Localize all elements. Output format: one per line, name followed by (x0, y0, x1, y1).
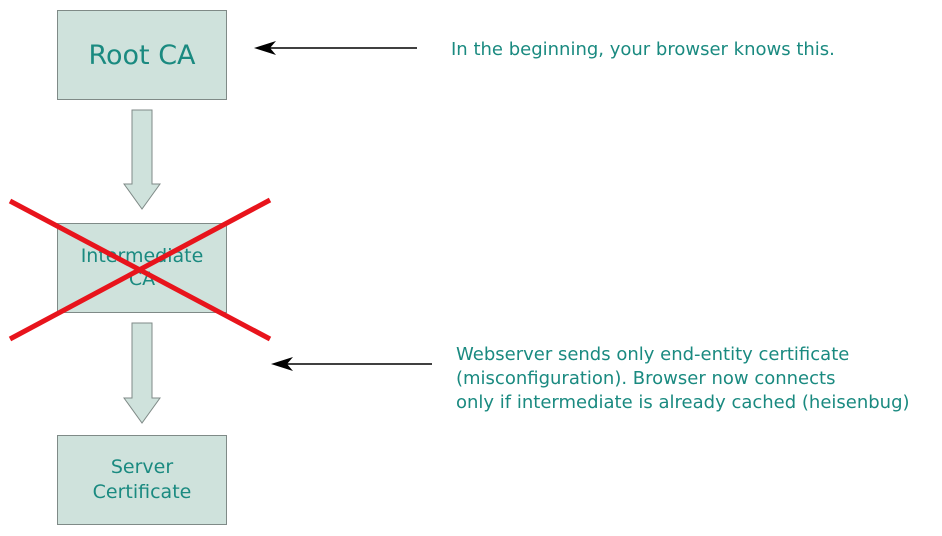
annotation-bottom-line-1: Webserver sends only end-entity certific… (456, 344, 850, 365)
annotation-top: In the beginning, your browser knows thi… (451, 38, 835, 62)
flow-arrow-intermediate-to-server (123, 322, 161, 424)
server-certificate-label-line-1: Server (110, 456, 174, 478)
annotation-top-line-1: In the beginning, your browser knows thi… (451, 39, 835, 60)
root-ca-label: Root CA (88, 39, 196, 71)
pointer-arrow-top (254, 41, 417, 55)
annotation-bottom-line-2: (misconfiguration). Browser now connects (456, 368, 836, 389)
server-certificate-box: Server Certificate (57, 435, 227, 525)
pointer-arrow-bottom (271, 357, 432, 371)
annotation-bottom: Webserver sends only end-entity certific… (456, 343, 910, 415)
root-ca-box: Root CA (57, 10, 227, 100)
annotation-bottom-line-3: only if intermediate is already cached (… (456, 392, 910, 413)
flow-arrow-root-to-intermediate (123, 109, 161, 210)
server-certificate-label-line-2: Certificate (92, 481, 192, 503)
cross-stroke-2 (8, 197, 272, 342)
